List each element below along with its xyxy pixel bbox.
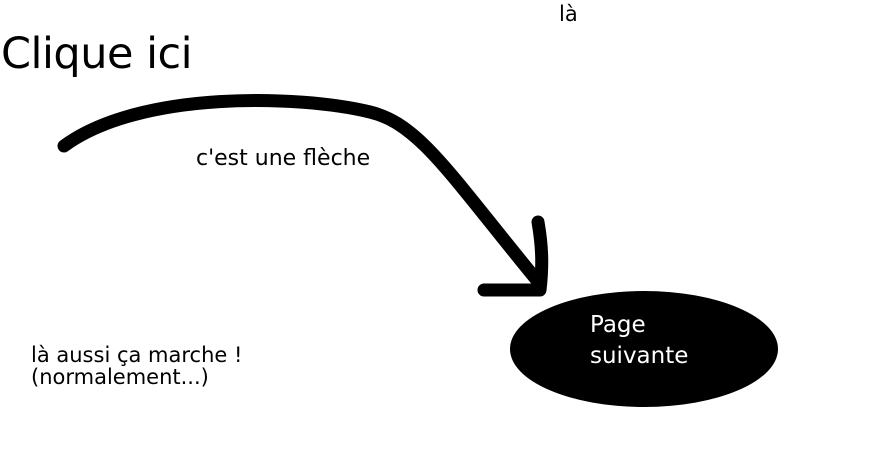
next-page-button[interactable]: Page suivante bbox=[510, 291, 778, 407]
bottom-link[interactable]: là aussi ça marche ! (normalement...) bbox=[31, 344, 291, 388]
next-page-button-label: Page suivante bbox=[590, 310, 720, 372]
arrow-head bbox=[477, 215, 549, 297]
next-page-button-line1: Page bbox=[590, 312, 646, 338]
top-link[interactable]: là bbox=[559, 2, 578, 26]
arrow-caption: c'est une flèche bbox=[196, 146, 371, 171]
arrow-shaft bbox=[57, 94, 547, 291]
bottom-link-line1: là aussi ça marche ! bbox=[31, 343, 243, 367]
page-title[interactable]: Clique ici bbox=[1, 29, 193, 79]
bottom-link-line2: (normalement...) bbox=[31, 365, 209, 390]
next-page-button-line2: suivante bbox=[590, 343, 689, 370]
